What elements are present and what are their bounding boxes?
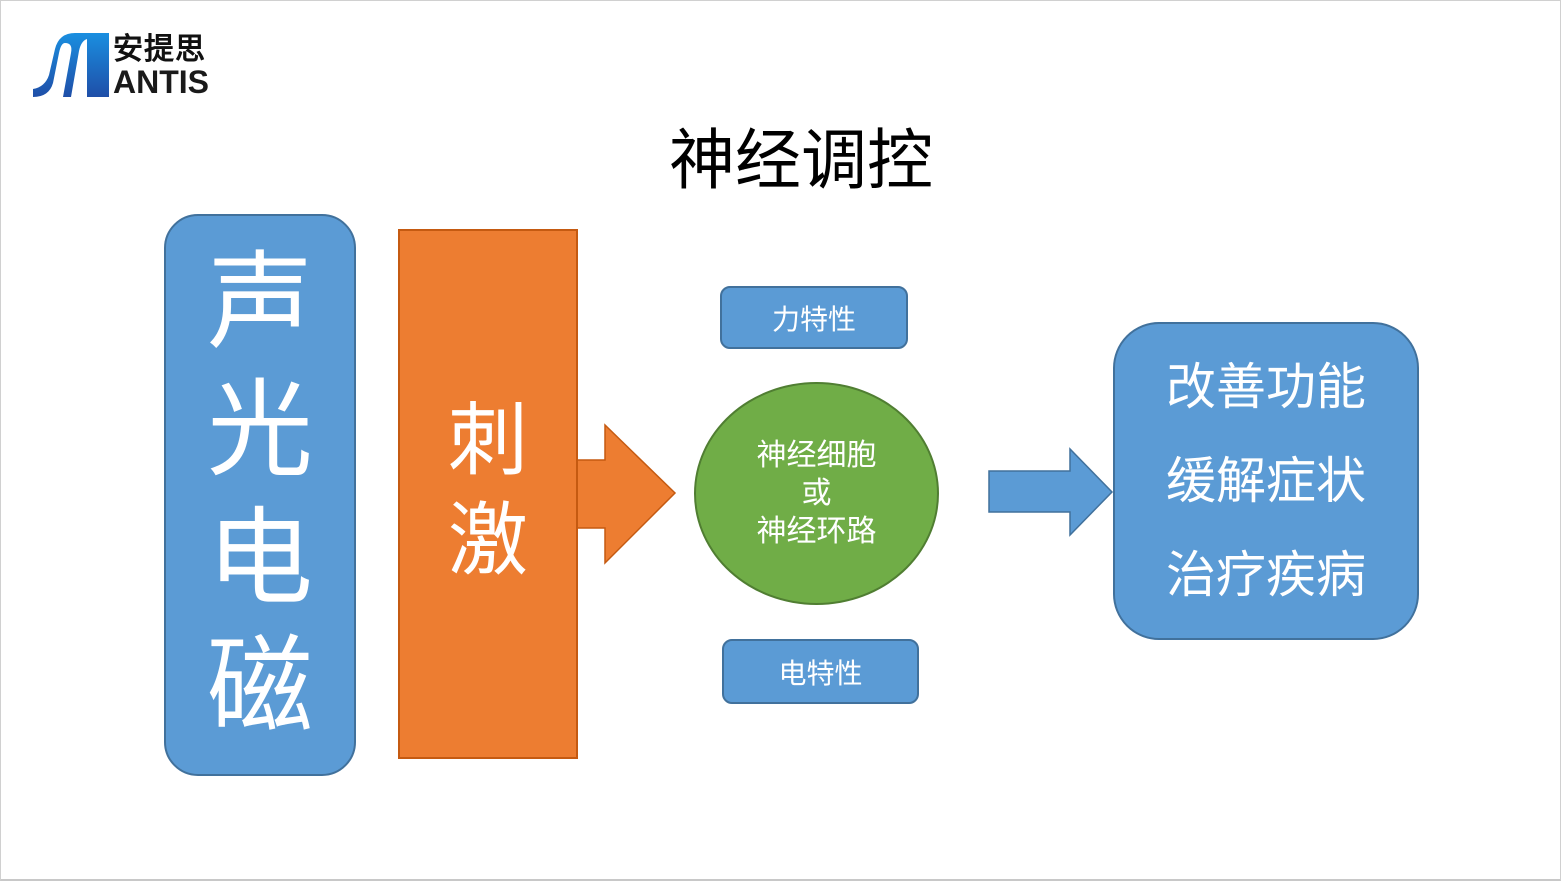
target-line-1: 神经细胞 xyxy=(756,437,877,473)
outcome-improve-function: 改善功能 xyxy=(1166,358,1366,416)
neuron-target-circle: 神经细胞 或 神经环路 xyxy=(694,382,939,605)
stimulus-source-box: 声 光 电 磁 xyxy=(164,214,356,776)
stimulation-char-2: 激 xyxy=(448,494,528,587)
source-char-sound: 声 xyxy=(207,241,313,364)
target-line-2: 或 xyxy=(801,475,832,511)
outcome-relieve-symptoms: 缓解症状 xyxy=(1166,452,1366,510)
logo-brand-cn: 安提思 xyxy=(113,32,206,67)
stimulation-label: 刺 激 xyxy=(398,391,578,591)
logo-brand-en: ANTIS xyxy=(113,64,209,100)
source-char-light: 光 xyxy=(207,369,313,492)
source-char-electric: 电 xyxy=(207,497,313,620)
source-char-magnetic: 磁 xyxy=(207,625,313,748)
outcome-arrow xyxy=(988,447,1114,537)
outcome-treat-disease: 治疗疾病 xyxy=(1166,546,1366,604)
slide-title: 神经调控 xyxy=(669,122,933,199)
stimulation-box xyxy=(398,229,578,759)
target-line-3: 神经环路 xyxy=(756,513,877,549)
outcomes-box: 改善功能 缓解症状 治疗疾病 xyxy=(1113,322,1419,640)
stimulation-char-1: 刺 xyxy=(448,394,528,487)
antis-logo-mark-icon xyxy=(33,33,109,97)
electrical-property-box: 电特性 xyxy=(722,639,919,704)
mechanical-property-box: 力特性 xyxy=(720,286,908,349)
stimulus-arrow xyxy=(575,423,677,565)
